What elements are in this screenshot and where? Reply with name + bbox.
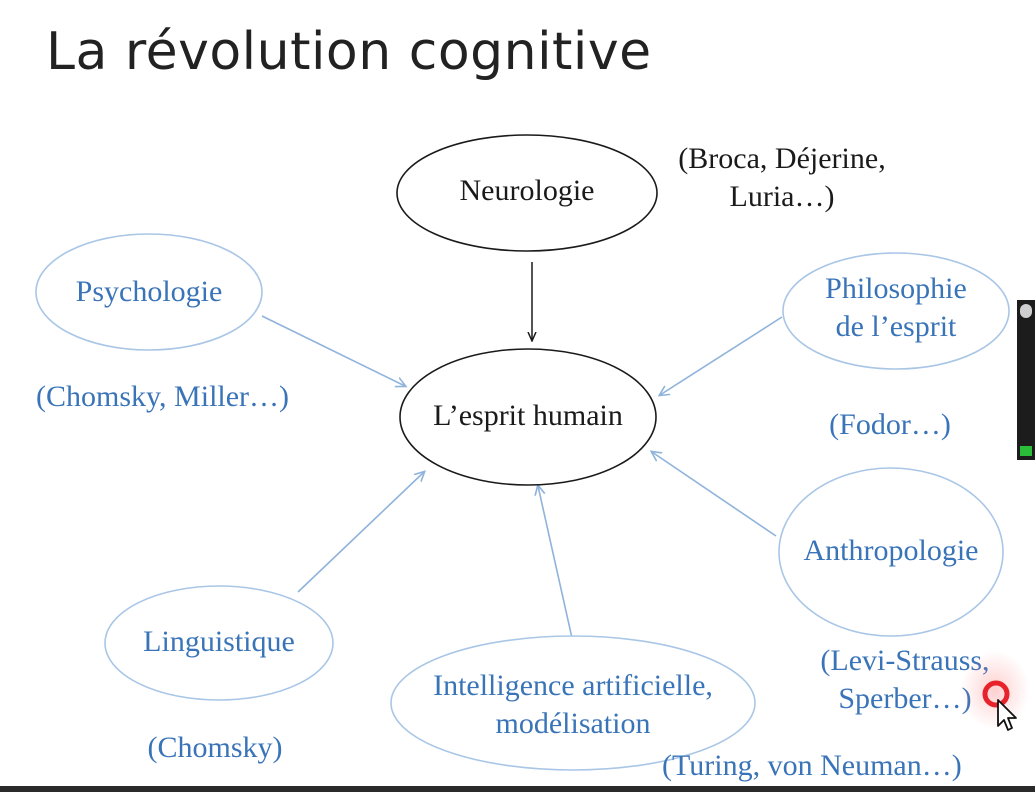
node-ia-shape	[390, 635, 756, 771]
page-title: La révolution cognitive	[46, 22, 652, 82]
node-linguistique-shape	[104, 585, 334, 701]
node-esprit-shape	[399, 348, 657, 486]
node-ia-label: Intelligence artificielle, modélisation	[433, 669, 713, 740]
arrow-philosophie-esprit	[660, 316, 783, 395]
node-anthropologie-label: Anthropologie	[803, 534, 979, 567]
node-psychologie-shape	[35, 233, 263, 351]
cursor-arrow-icon	[997, 699, 1017, 731]
note-anthropologie: (Levi-Strauss, Sperber…)	[820, 644, 990, 715]
side-scrollbar[interactable]	[1017, 300, 1035, 460]
arrow-anthropologie-esprit	[652, 452, 777, 537]
arrow-ia-esprit	[538, 486, 573, 639]
note-linguistique: (Chomsky)	[147, 731, 283, 764]
bottom-bar	[0, 786, 1035, 792]
node-psychologie-label: Psychologie	[75, 275, 223, 308]
arrow-psychologie-esprit	[261, 315, 405, 386]
note-neurologie: (Broca, Déjerine, Luria…)	[678, 142, 886, 213]
note-philosophie: (Fodor…)	[829, 408, 951, 441]
arrow-linguistique-esprit	[297, 472, 424, 593]
node-neurologie-shape	[396, 134, 658, 252]
click-glow	[960, 650, 1030, 730]
scrollbar-thumb[interactable]	[1020, 304, 1032, 318]
level-indicator	[1020, 446, 1032, 456]
note-ia: (Turing, von Neuman…)	[662, 749, 962, 782]
click-indicator-icon	[982, 680, 1010, 708]
node-philosophie-shape	[782, 252, 1010, 370]
node-linguistique-label: Linguistique	[143, 625, 295, 658]
note-psychologie: (Chomsky, Miller…)	[36, 380, 290, 413]
node-neurologie-label: Neurologie	[459, 174, 595, 207]
node-esprit-label: L’esprit humain	[433, 399, 623, 432]
node-anthropologie-shape	[778, 467, 1004, 637]
node-philosophie-label: Philosophie de l’esprit	[825, 272, 967, 343]
